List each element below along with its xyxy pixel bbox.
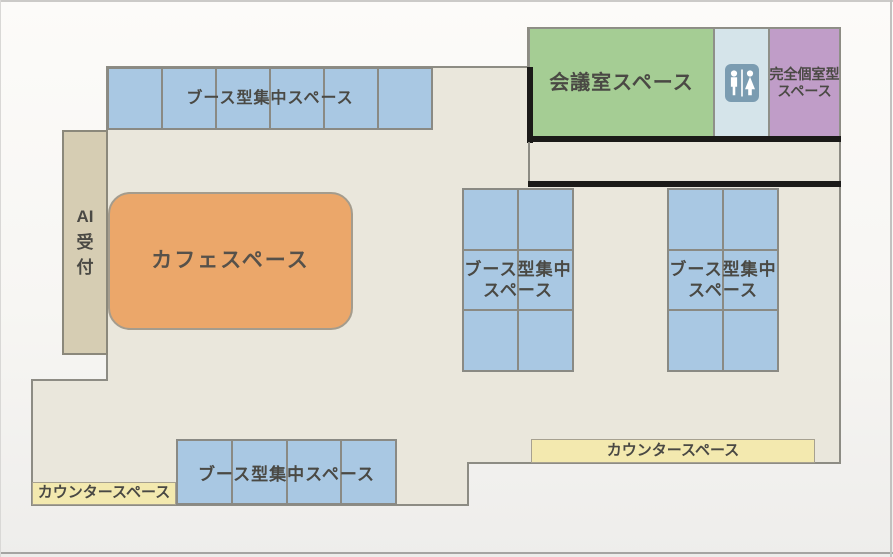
booth-cell [163,69,215,128]
wall-corridor-top [527,136,841,142]
booth-mid-left-label-line1: ブース型集中 [464,259,572,279]
restroom-icon [724,64,759,102]
booth-mid-right-label: ブース型集中 スペース [667,188,779,372]
booth-cell [519,190,572,249]
ai-reception-label-line2: 受 [76,232,94,252]
booth-mid-left-label-line2: スペース [483,281,553,300]
ai-reception-label-line1: AI [76,207,94,227]
booth-cell [724,311,777,370]
floor-shape [31,27,841,506]
booth-cell [724,250,777,310]
booth-area-bottom [176,439,397,505]
booth-cell [464,250,517,310]
booth-cell [669,190,722,249]
booth-mid-right-label-line1: ブース型集中 [669,259,777,279]
cafe-area: カフェスペース [108,192,353,330]
booth-area-top [107,67,433,130]
booth-cell [342,441,395,503]
booth-cell [464,311,517,370]
image-edge-left [0,0,1,557]
booth-top-label: ブース型集中スペース [186,89,354,107]
private-room-label-line1: 完全個室型 [769,65,840,82]
private-room-label: 完全個室型 スペース [769,29,840,137]
restroom-area [714,28,769,138]
booth-mid-left-label: ブース型集中 スペース [462,188,574,372]
meeting-room-area: 会議室スペース [529,28,714,138]
booth-cell [109,69,161,128]
booth-area-mid-right [667,188,779,372]
ai-reception-label: AI 受 付 [64,132,106,353]
booth-cell [271,69,323,128]
booth-cell [379,69,431,128]
booth-mid-right-label-line2: スペース [688,281,758,300]
private-room-label-line2: スペース [777,83,832,99]
booth-bottom-label: ブース型集中スペース [197,464,376,484]
cafe-label: カフェスペース [151,248,310,272]
wall-meeting-left [527,67,533,143]
booth-cell [217,69,269,128]
booth-cell [519,250,572,310]
image-edge-bottom [0,552,893,554]
ai-reception-label-line3: 付 [76,258,94,278]
booth-cell [287,441,341,503]
counter-area-left: カウンタースペース [32,482,176,505]
counter-right-label: カウンタースペース [606,441,740,459]
booth-cell [669,250,722,310]
booth-cell [724,190,777,249]
ai-reception-area: AI 受 付 [62,130,108,355]
booth-cell [178,441,231,503]
counter-area-right: カウンタースペース [531,439,815,463]
image-edge-top [0,0,893,2]
wall-corridor-bottom [528,181,841,187]
booth-cell [464,190,517,249]
booth-cell [669,311,722,370]
booth-cell [519,311,572,370]
corridor-left-line [528,142,530,182]
booth-cell [325,69,377,128]
meeting-room-label: 会議室スペース [549,71,694,94]
image-edge-right [890,0,892,557]
booth-area-mid-left [462,188,574,372]
booth-cell [232,441,286,503]
private-room-area: 完全個室型 スペース [769,28,840,138]
counter-left-label: カウンタースペース [37,484,171,502]
